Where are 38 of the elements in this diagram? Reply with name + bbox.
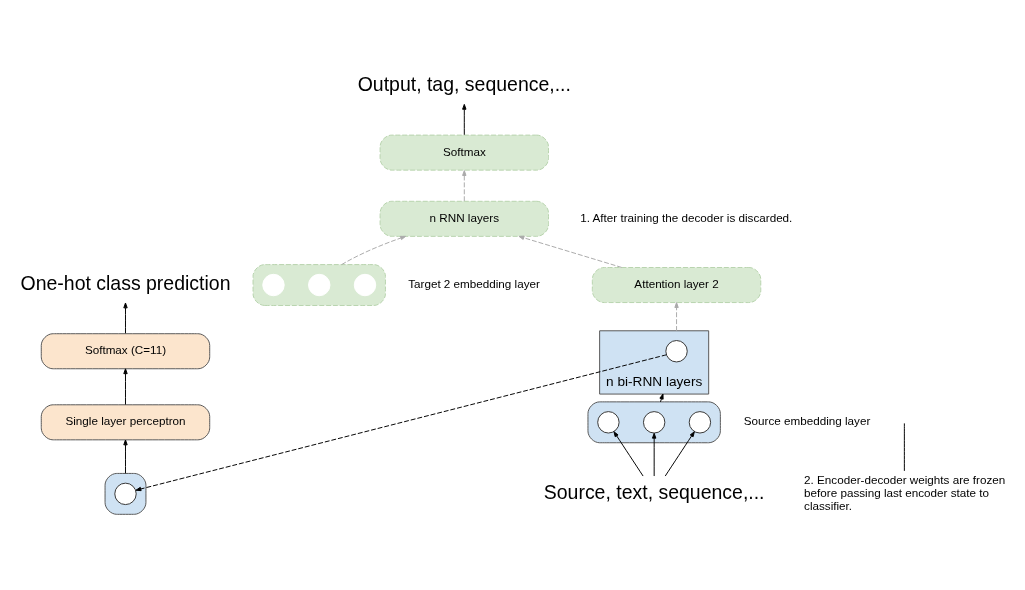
node-circle: [262, 273, 285, 296]
node-circle: [114, 482, 137, 505]
arrow: [462, 169, 467, 201]
connector: [903, 422, 905, 471]
node-label: Source embedding layer: [743, 413, 871, 427]
node-text: 2. Encoder-decoder weights are frozen before passing last encoder state to classifier.: [804, 472, 1006, 512]
arrow: [341, 235, 407, 265]
node-circle: [597, 410, 620, 433]
node-text: Output, tag, sequence,...: [357, 72, 571, 95]
node-circle: [642, 410, 666, 433]
node-box: Softmax (C=11): [40, 332, 211, 369]
node-box: Attention layer 2: [591, 266, 762, 303]
node-label: Target 2 embedding layer: [408, 276, 540, 290]
cluster: [104, 472, 147, 515]
cluster: [252, 263, 386, 306]
arrow: [518, 235, 623, 268]
cluster: [587, 400, 721, 443]
node-circle: [665, 339, 688, 362]
arrow: [664, 430, 695, 477]
arrow: [123, 438, 128, 474]
node-text: Source, text, sequence,...: [543, 480, 765, 503]
node-circle: [688, 410, 712, 433]
label: 1. After training the decoder is discarded.: [580, 210, 793, 224]
arrow: [659, 393, 664, 402]
node-box: n RNN layers: [379, 200, 549, 237]
node-text: One-hot class prediction: [20, 271, 231, 294]
node-circle: [308, 273, 331, 296]
node-circle: [353, 273, 377, 296]
arrow: [123, 302, 128, 334]
arrow: [651, 432, 657, 477]
arrow: [674, 301, 679, 331]
node-box: Single layer perceptron: [40, 403, 211, 440]
cluster: n bi-RNN layers: [599, 329, 710, 395]
node-box: Softmax: [379, 134, 549, 171]
arrow: [462, 103, 467, 135]
arrow: [123, 367, 128, 405]
arrow: [135, 353, 667, 491]
arrow: [613, 430, 644, 477]
